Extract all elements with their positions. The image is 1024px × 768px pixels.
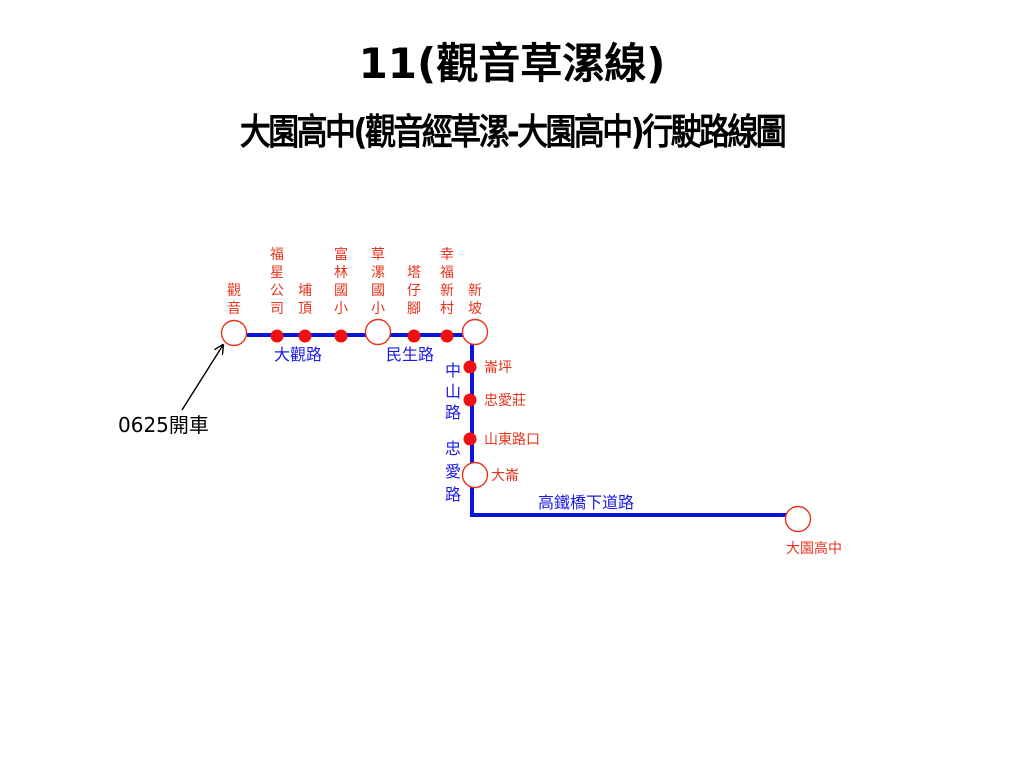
stop-label: 幸福新村 bbox=[440, 247, 454, 317]
stop-puding[interactable]: 埔頂 bbox=[298, 283, 312, 343]
stop-label: 富林國小 bbox=[334, 246, 348, 317]
road-label-hsr-underpass: 高鐵橋下道路 bbox=[538, 493, 634, 512]
note-arrow bbox=[181, 345, 223, 411]
stop-label: 忠愛莊 bbox=[484, 393, 526, 409]
stop-label: 塔仔腳 bbox=[407, 265, 421, 317]
stop-tazaijiao[interactable]: 塔仔腳 bbox=[407, 265, 421, 343]
road-label-daguan: 大觀路 bbox=[274, 345, 322, 364]
stop-zhongai-village[interactable]: 忠愛莊 bbox=[463, 393, 527, 409]
stop-label: 大崙 bbox=[491, 468, 519, 484]
stop-shandong-road[interactable]: 山東路口 bbox=[463, 432, 541, 448]
stop-xinpo[interactable]: 新坡 bbox=[461, 283, 489, 346]
road-label-zhongai: 忠愛路 bbox=[445, 439, 461, 504]
route-line bbox=[247, 333, 797, 517]
stop-dalun[interactable]: 大崙 bbox=[461, 461, 520, 489]
stop-dayuan-high-school[interactable]: 大園高中 bbox=[784, 505, 843, 558]
stop-label: 福星公司 bbox=[270, 247, 284, 317]
stop-fulin-elementary[interactable]: 富林國小 bbox=[334, 246, 348, 343]
page-title: 11(觀音草漯線) bbox=[358, 39, 666, 88]
side-stops: 崙坪 忠愛莊 山東路口 大崙 bbox=[461, 360, 541, 489]
stop-fuxing-company[interactable]: 福星公司 bbox=[270, 247, 284, 343]
road-label-minsheng: 民生路 bbox=[386, 345, 434, 364]
departure-note: 0625開車 bbox=[118, 413, 209, 437]
road-label-zhongshan: 中山路 bbox=[445, 361, 461, 422]
stop-lunping[interactable]: 崙坪 bbox=[463, 360, 513, 376]
stop-label: 山東路口 bbox=[484, 432, 540, 448]
stop-label: 草漯國小 bbox=[371, 247, 385, 317]
stop-label: 埔頂 bbox=[298, 283, 312, 317]
stop-xingfu-village[interactable]: 幸福新村 bbox=[440, 247, 454, 343]
stop-guanyin[interactable]: 觀音 bbox=[220, 283, 248, 347]
stop-caota-elementary[interactable]: 草漯國小 bbox=[364, 247, 392, 346]
terminal-label: 大園高中 bbox=[786, 540, 842, 557]
page-subtitle: 大園高中(觀音經草漯-大園高中)行駛路線圖 bbox=[239, 112, 787, 153]
stop-label: 崙坪 bbox=[484, 360, 512, 376]
top-stops: 觀音 福星公司 埔頂 富林國小 草漯國小 塔仔腳 bbox=[220, 246, 489, 347]
stop-label: 新坡 bbox=[468, 283, 482, 317]
stop-label: 觀音 bbox=[227, 283, 241, 317]
